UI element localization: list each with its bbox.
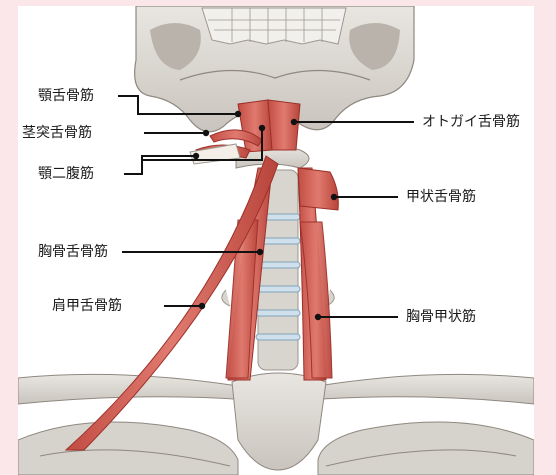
label-sternohyoid: 胸骨舌骨筋 <box>38 244 108 260</box>
label-omohyoid: 肩甲舌骨筋 <box>52 298 122 314</box>
label-digastric: 顎二腹筋 <box>38 166 94 182</box>
neck-anatomy-illustration <box>18 6 534 475</box>
label-thyrohyoid: 甲状舌骨筋 <box>406 189 476 205</box>
label-sternothyroid: 胸骨甲状筋 <box>406 309 476 325</box>
label-mylohyoid: 顎舌骨筋 <box>38 88 94 104</box>
label-geniohyoid: オトガイ舌骨筋 <box>422 114 520 130</box>
label-stylohyoid: 茎突舌骨筋 <box>22 125 92 141</box>
illustration-frame <box>18 6 534 475</box>
